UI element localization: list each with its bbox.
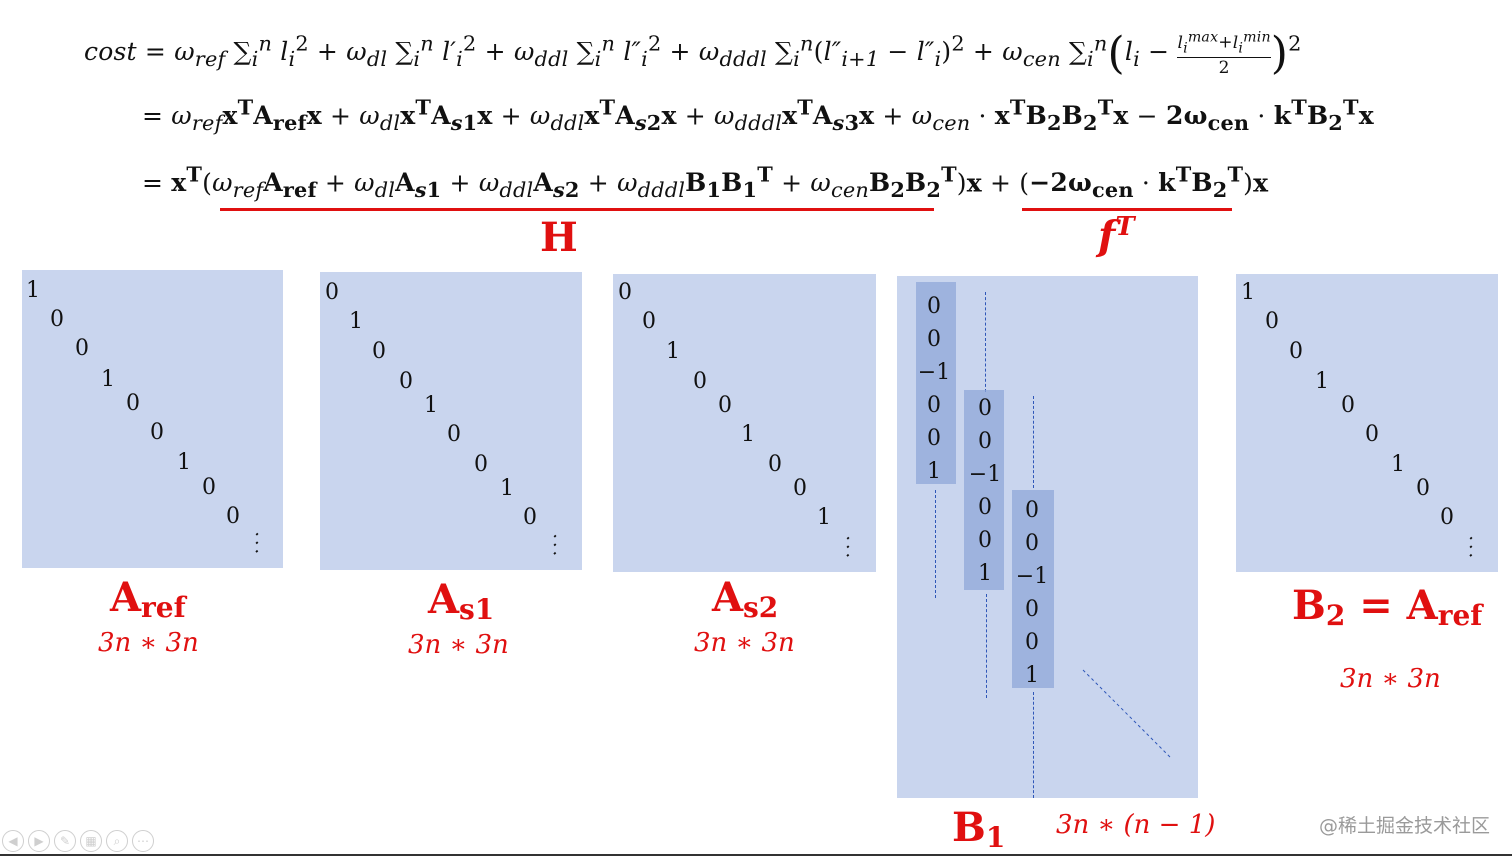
- diag-entry: 0: [693, 369, 707, 394]
- diag-entry: 0: [523, 505, 537, 530]
- diag-entry: 0: [1341, 393, 1355, 418]
- watermark: @稀土掘金技术社区: [1318, 815, 1490, 837]
- dashed-guide: [986, 594, 987, 698]
- slides-grid-icon[interactable]: ▦: [80, 830, 102, 852]
- matrix-a-s1-dim: 3n ∗ 3n: [408, 630, 509, 660]
- slide-toolbar: ◀ ▶ ✎ ▦ ⌕ ⋯: [2, 830, 154, 852]
- diag-entry: 1: [666, 339, 680, 364]
- matrix-a-s1-name: As1: [428, 576, 495, 626]
- matrix-b1-name: B1: [952, 804, 1006, 854]
- matrix-b2-name: B2 = Aref: [1292, 582, 1483, 632]
- matrix-a-s1: 0 1 0 0 1 0 0 1 0 ⋱: [320, 272, 582, 570]
- bottom-divider: [0, 854, 1512, 856]
- h-underline: [220, 208, 934, 211]
- f-transpose-label: fT: [1098, 212, 1135, 260]
- matrix-b1-dim: 3n ∗ (n − 1): [1056, 810, 1216, 840]
- matrix-a-s2: 0 0 1 0 0 1 0 0 1 ⋱: [613, 274, 876, 572]
- diag-entry: 0: [642, 309, 656, 334]
- diag-entry: 0: [768, 452, 782, 477]
- diag-entry: 0: [202, 475, 216, 500]
- diag-entry: 0: [718, 393, 732, 418]
- diag-entry: 0: [447, 422, 461, 447]
- diag-entry: 0: [1265, 309, 1279, 334]
- ellipsis: ⋱: [1457, 533, 1484, 560]
- matrix-a-s2-dim: 3n ∗ 3n: [694, 628, 795, 658]
- dashed-guide: [1033, 692, 1034, 798]
- ellipsis: ⋱: [834, 533, 861, 560]
- column-block-3: [1012, 490, 1054, 688]
- matrix-b2-dim: 3n ∗ 3n: [1340, 664, 1441, 694]
- column-block-1: [916, 282, 956, 484]
- diag-entry: 0: [50, 307, 64, 332]
- diag-entry: 1: [349, 309, 363, 334]
- diag-entry: 0: [150, 420, 164, 445]
- dashed-guide: [935, 490, 936, 598]
- diag-entry: 1: [1391, 452, 1405, 477]
- matrix-a-ref-name: Aref: [110, 574, 186, 624]
- diag-entry: 0: [372, 339, 386, 364]
- next-slide-icon[interactable]: ▶: [28, 830, 50, 852]
- diag-entry: 0: [1365, 422, 1379, 447]
- diag-entry: 0: [325, 280, 339, 305]
- equation-line-1: cost = ωref ∑in li2 + ωdl ∑in l′i2 + ωdd…: [84, 28, 1302, 79]
- diag-entry: 0: [126, 391, 140, 416]
- diag-entry: 0: [1289, 339, 1303, 364]
- column-block-2: [964, 390, 1004, 590]
- diag-entry: 1: [1315, 369, 1329, 394]
- f-underline: [1022, 208, 1232, 211]
- diag-entry: 1: [500, 476, 514, 501]
- diag-entry: 0: [618, 280, 632, 305]
- h-label: H: [540, 214, 578, 261]
- diag-entry: 1: [817, 505, 831, 530]
- matrix-a-ref-dim: 3n ∗ 3n: [98, 628, 199, 658]
- diag-entry: 1: [101, 367, 115, 392]
- ellipsis: ⋱: [243, 529, 270, 556]
- diag-entry: 0: [793, 476, 807, 501]
- more-icon[interactable]: ⋯: [132, 830, 154, 852]
- matrix-a-ref: 1 0 0 1 0 0 1 0 0 ⋱: [22, 270, 283, 568]
- diag-entry: 0: [474, 452, 488, 477]
- matrix-b2: 1 0 0 1 0 0 1 0 0 ⋱: [1236, 274, 1498, 572]
- equation-line-2: = ωrefxTArefx + ωdlxTAs1x + ωddlxTAs2x +…: [142, 95, 1374, 136]
- diagonal-continuation: [1082, 669, 1172, 759]
- pen-icon[interactable]: ✎: [54, 830, 76, 852]
- diag-entry: 1: [424, 393, 438, 418]
- dashed-guide: [1033, 396, 1034, 488]
- diag-entry: 1: [1241, 280, 1255, 305]
- diag-entry: 0: [399, 369, 413, 394]
- zoom-icon[interactable]: ⌕: [106, 830, 128, 852]
- matrix-a-s2-name: As2: [712, 574, 779, 624]
- equation-line-3: = xT(ωrefAref + ωdlAs1 + ωddlAs2 + ωdddl…: [142, 162, 1269, 203]
- diag-entry: 0: [1416, 476, 1430, 501]
- diag-entry: 0: [1440, 505, 1454, 530]
- dashed-guide: [985, 292, 986, 392]
- ellipsis: ⋱: [541, 531, 568, 558]
- diag-entry: 1: [741, 422, 755, 447]
- diag-entry: 0: [226, 504, 240, 529]
- prev-slide-icon[interactable]: ◀: [2, 830, 24, 852]
- diag-entry: 1: [177, 450, 191, 475]
- diag-entry: 1: [26, 278, 40, 303]
- diag-entry: 0: [75, 336, 89, 361]
